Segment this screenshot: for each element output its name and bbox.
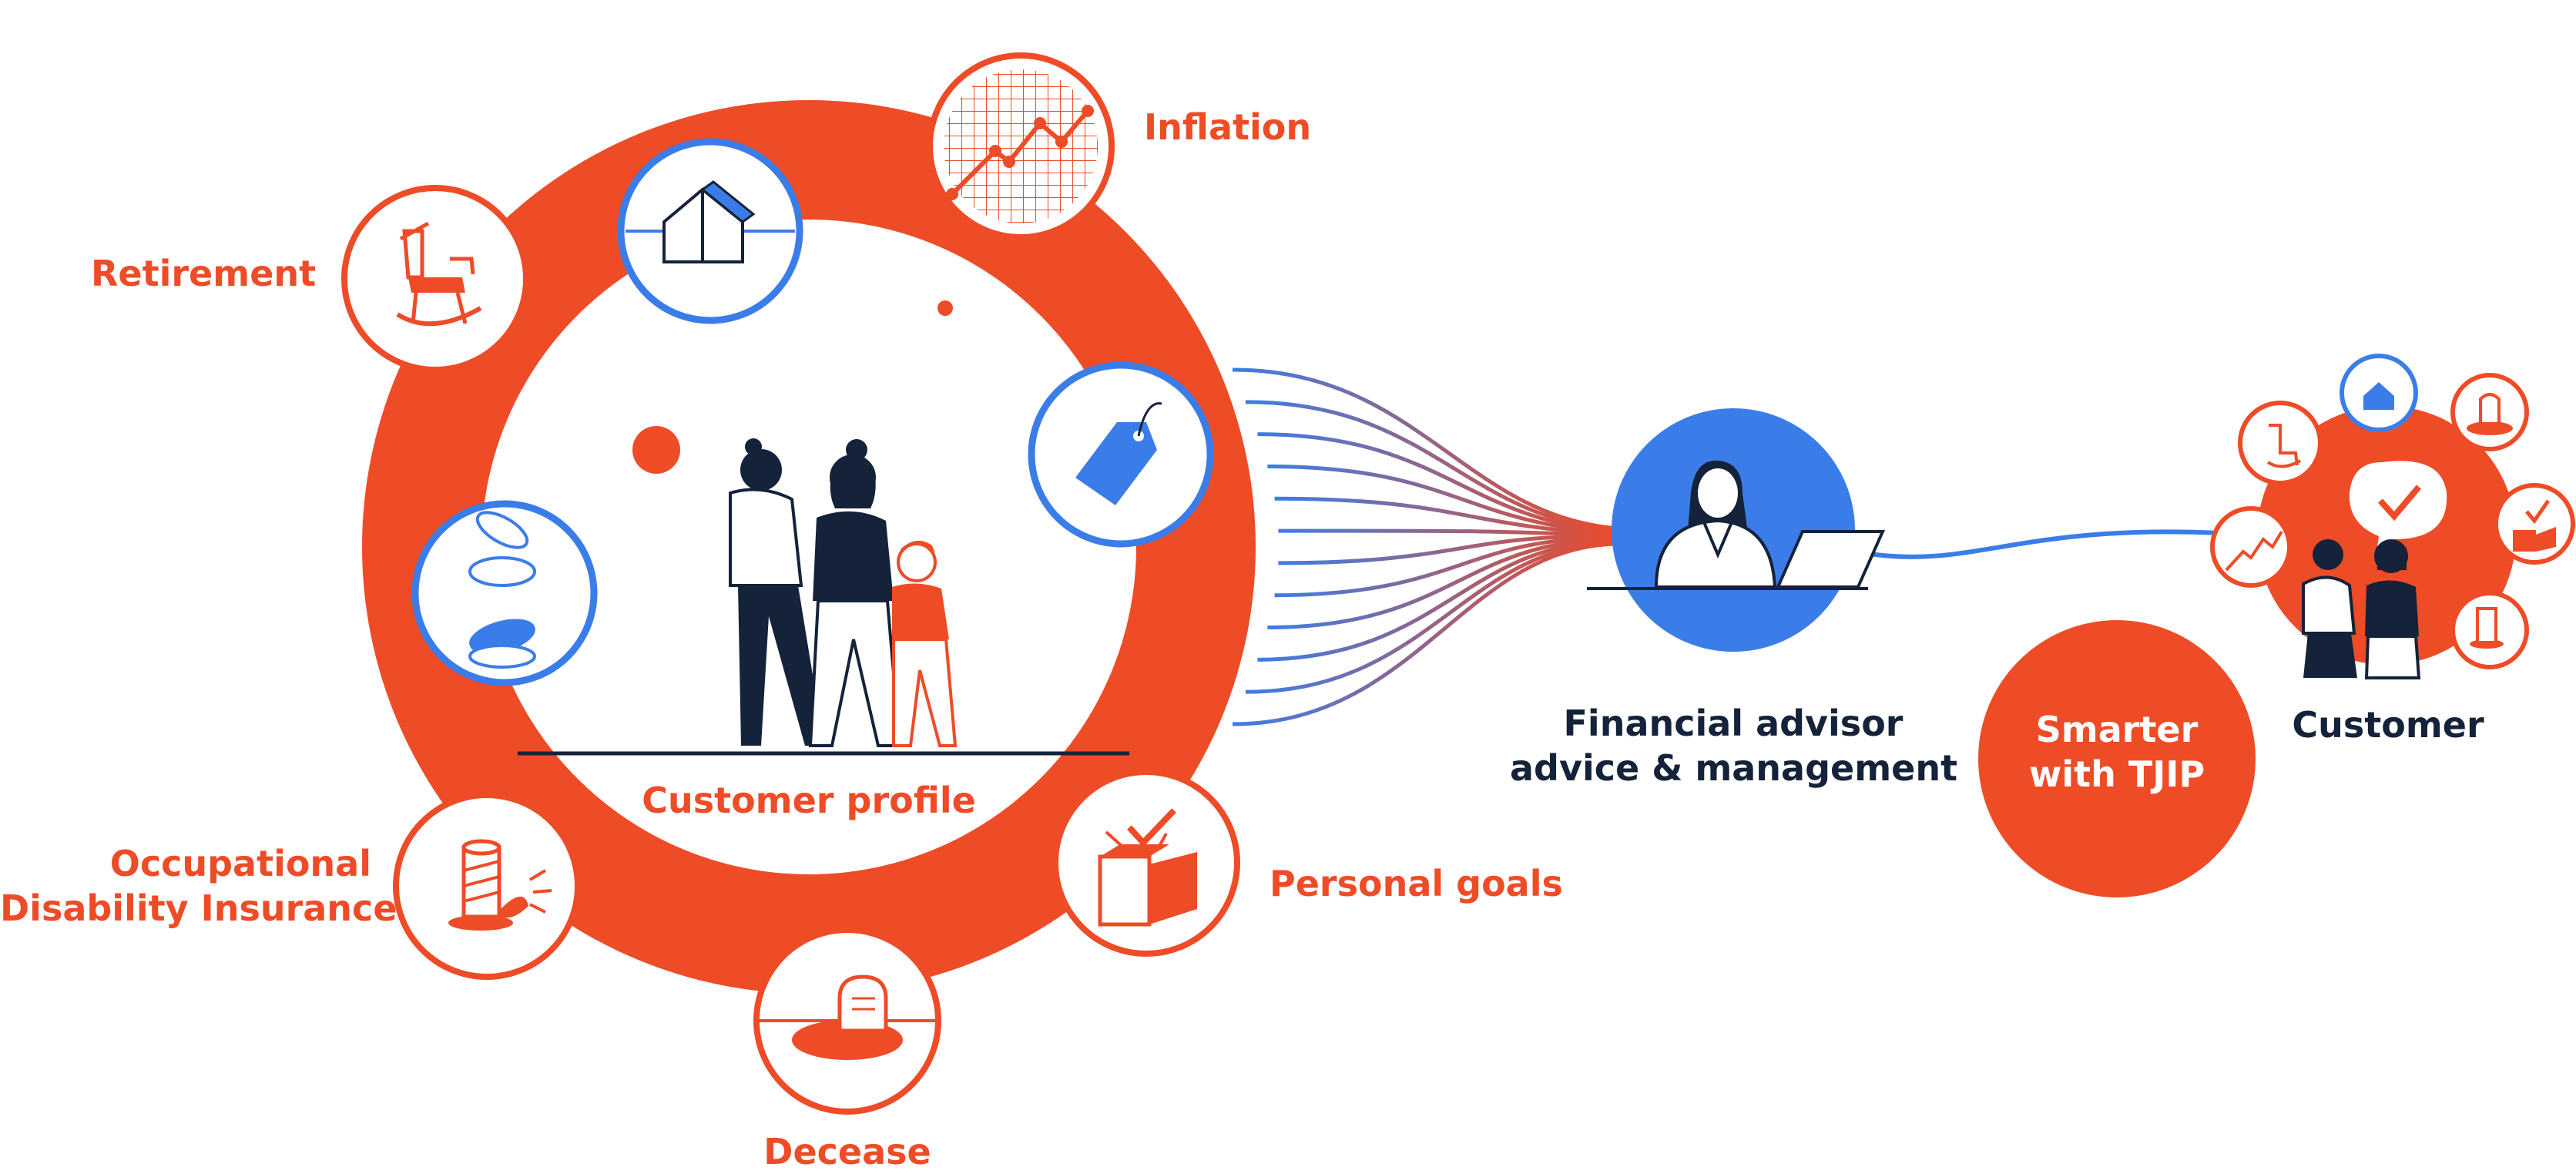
retirement-label: Retirement	[91, 253, 317, 294]
connection-line	[1267, 538, 1618, 630]
connection-line	[1274, 496, 1618, 536]
tjip-badge-label: Smarter with TJIP	[1994, 707, 2240, 797]
inflation-label: Inflation	[1144, 106, 1312, 148]
connection-line	[1245, 400, 1618, 532]
connection-line	[1267, 464, 1618, 535]
advisor-label: Financial advisor advice & management	[1510, 701, 1957, 790]
decease-label: Decease	[763, 1131, 931, 1172]
house-icon	[617, 138, 803, 324]
tjip-badge-line-2: with TJIP	[2028, 753, 2205, 795]
connection-line	[1274, 536, 1618, 598]
disability-label-line-1: Occupational	[109, 843, 371, 884]
advisor-label-line-1: Financial advisor	[1563, 703, 1903, 744]
coins-icon	[411, 500, 598, 686]
connection-lines	[1232, 367, 1618, 726]
rising-chart-icon	[927, 52, 1115, 240]
disability-label: Occupational Disability Insurance	[0, 841, 397, 931]
gravestone-icon	[753, 927, 941, 1115]
customer-profile-ring	[362, 100, 1256, 994]
connection-line	[1232, 542, 1618, 726]
connection-line	[1232, 367, 1618, 531]
goal-box-icon	[1052, 769, 1240, 957]
customer-profile-label: Customer profile	[642, 780, 976, 821]
customer-label: Customer	[2292, 704, 2484, 746]
disability-label-line-2: Disability Insurance	[0, 887, 397, 929]
advisor-customer-line	[1863, 529, 2219, 559]
advisor-label-line-2: advice & management	[1510, 747, 1958, 789]
tjip-badge	[1978, 620, 2256, 897]
satisfied-customer-icon	[2210, 354, 2575, 679]
family-illustration	[518, 438, 1129, 756]
price-tag-icon	[1028, 361, 1214, 548]
advisor-laptop-icon	[1587, 408, 1886, 652]
connection-line	[1278, 528, 1618, 538]
connection-line	[1257, 432, 1618, 534]
connection-line	[1278, 534, 1618, 565]
tjip-badge-line-1: Smarter	[2035, 709, 2199, 750]
connection-line	[1257, 538, 1618, 662]
connection-line	[1245, 540, 1618, 694]
rocking-chair-icon	[341, 185, 529, 373]
broken-leg-icon	[393, 792, 581, 980]
personal-goals-label: Personal goals	[1270, 863, 1563, 904]
